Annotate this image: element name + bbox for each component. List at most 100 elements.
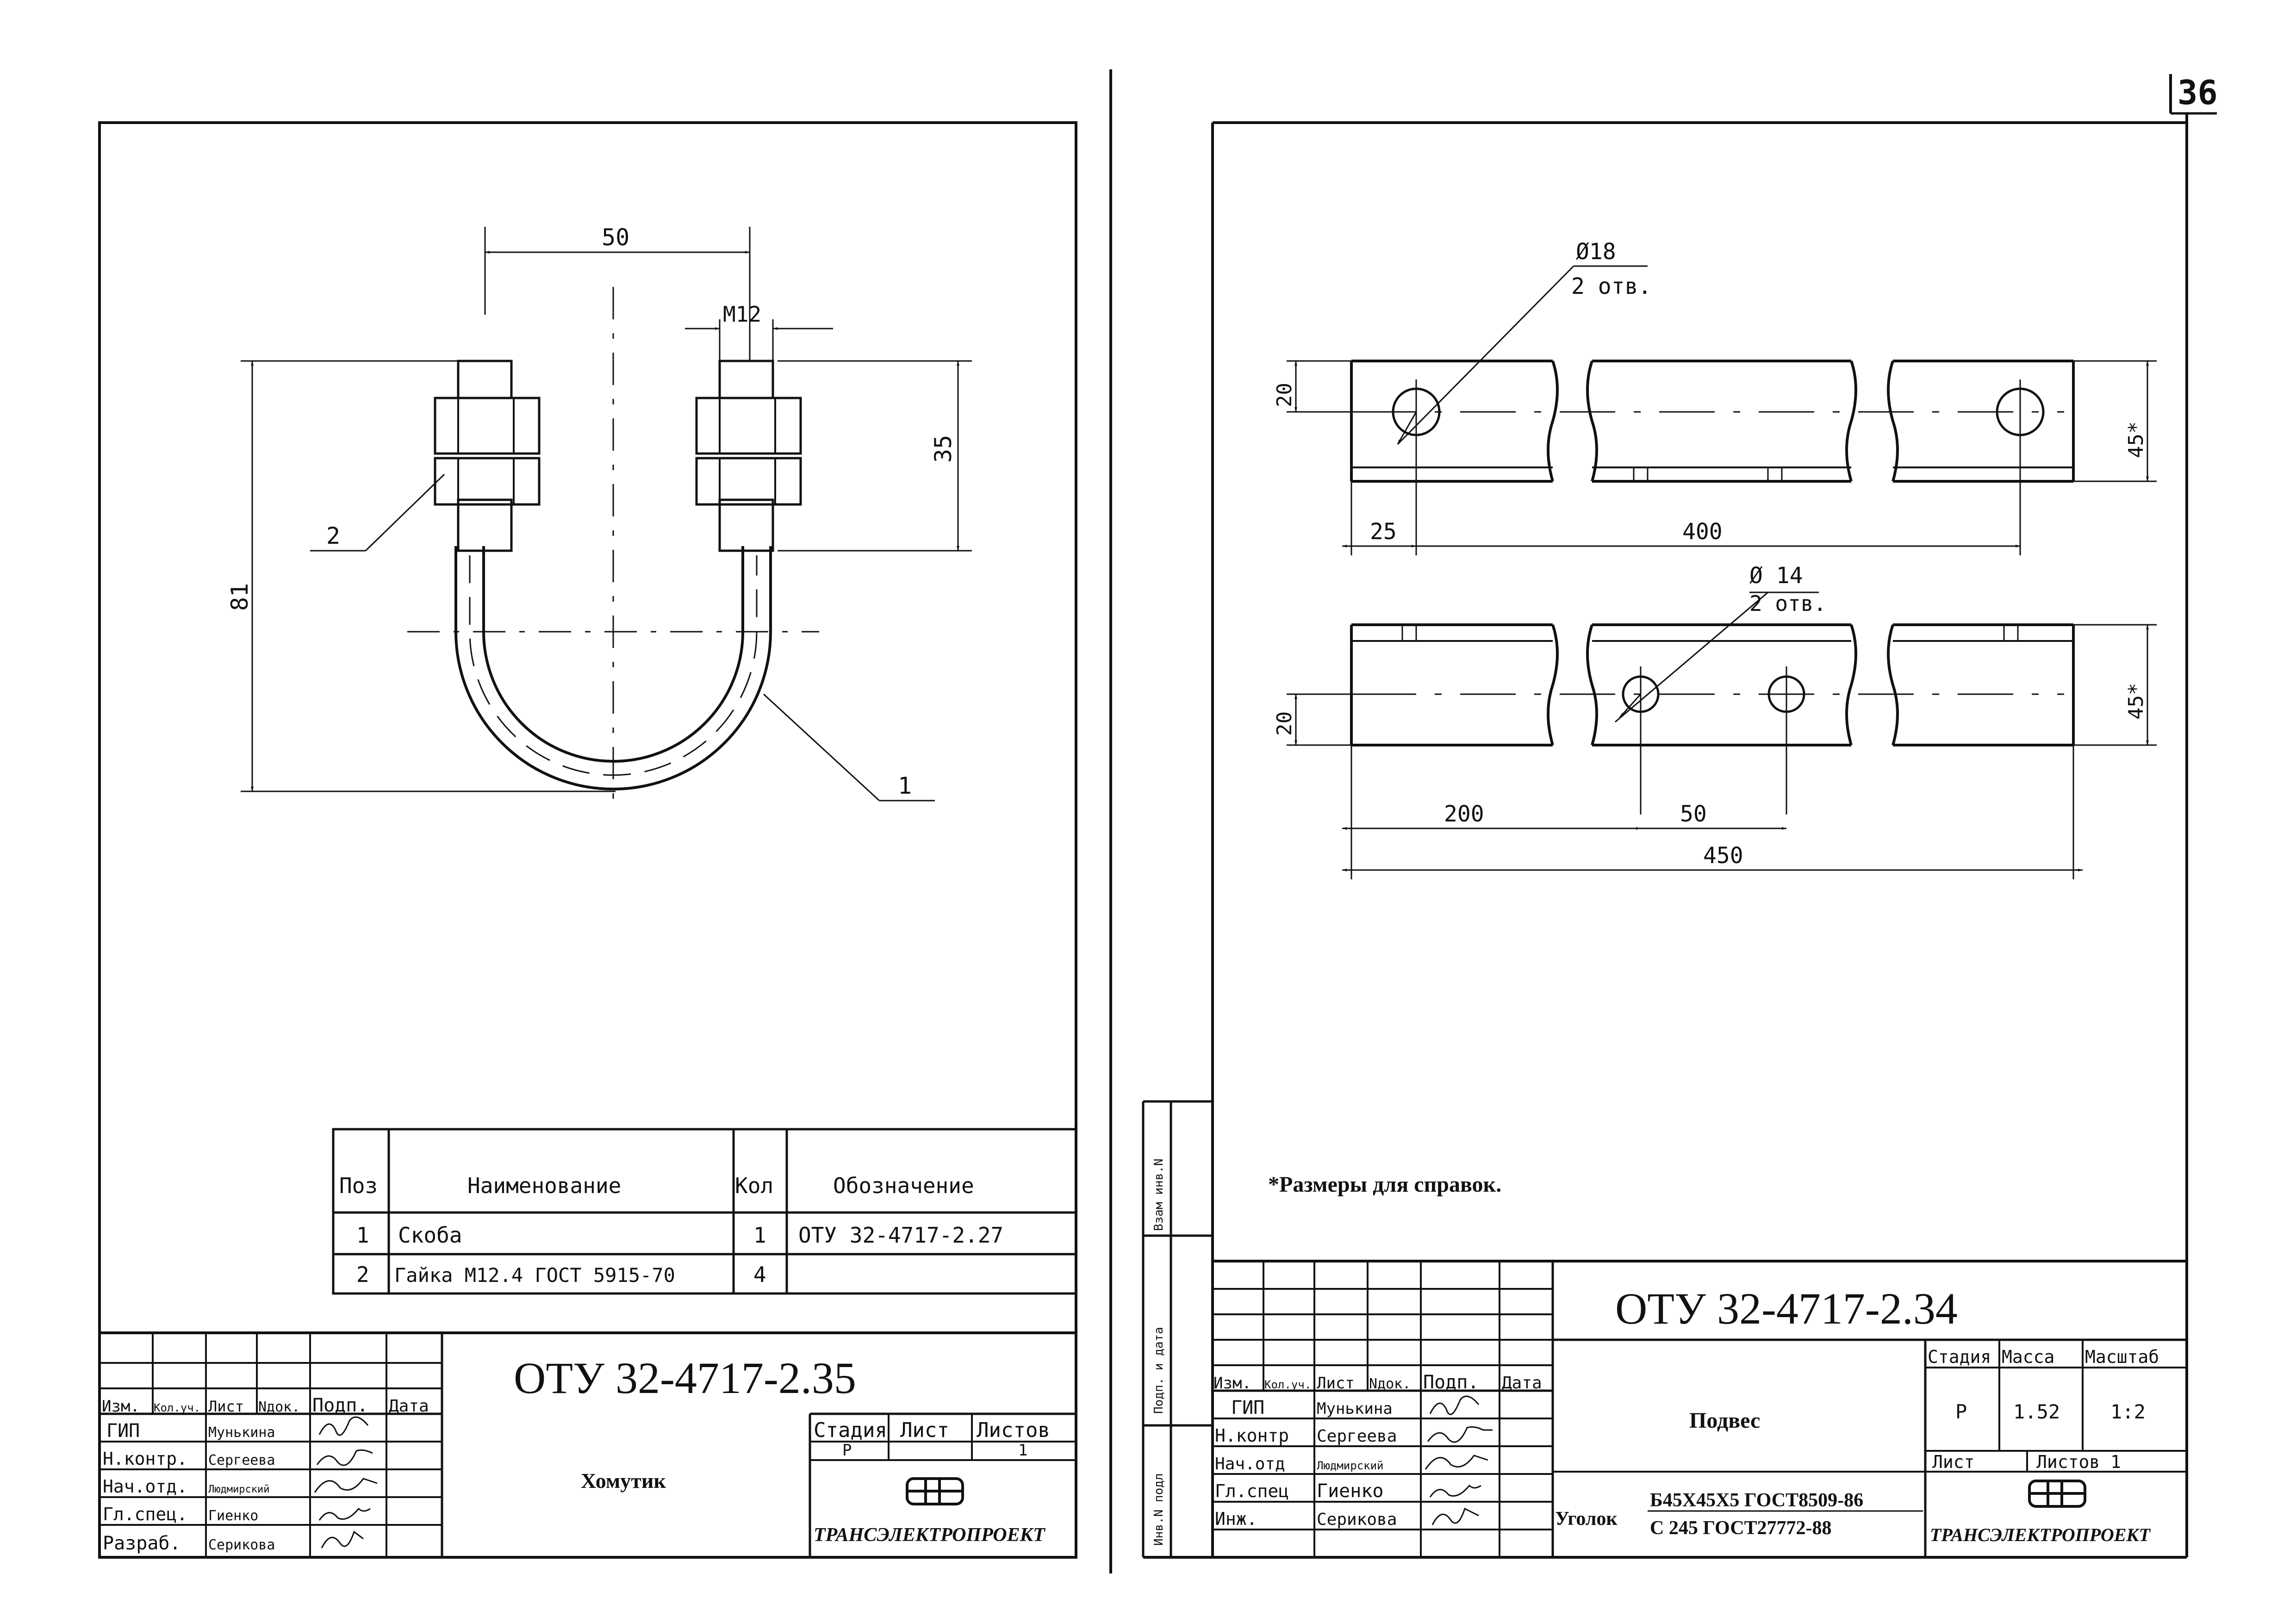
material-profile: Б45Х45Х5 ГОСТ8509-86 bbox=[1650, 1490, 1863, 1511]
dim-200-label: 200 bbox=[1444, 801, 1484, 827]
left-title-block: Изм. Кол.уч. Лист Nдок. Подп. Дата ГИП М… bbox=[100, 1331, 1076, 1557]
right-title-block: Изм. Кол.уч. Лист Nдок. Подп. Дата ГИП М… bbox=[1213, 1260, 2187, 1557]
material-steel: С 245 ГОСТ27772-88 bbox=[1650, 1517, 1832, 1539]
spec-row1-qty: 1 bbox=[753, 1223, 766, 1248]
right-sheet: Взам инв.N Подп. и дата Инв.N подл bbox=[1142, 113, 2188, 1559]
dim-50-label: 50 bbox=[602, 224, 629, 251]
right-signature-3 bbox=[1425, 1455, 1488, 1470]
left-role-1: ГИП bbox=[106, 1420, 140, 1442]
dim-m12-label: M12 bbox=[723, 302, 761, 327]
left-hdr-izm: Изм. bbox=[102, 1397, 140, 1416]
right-role-4: Гл.спец bbox=[1215, 1481, 1289, 1501]
right-person-2: Сергеева bbox=[1317, 1427, 1397, 1446]
left-org-name: ТРАНСЭЛЕКТРОПРОЕКТ bbox=[814, 1524, 1046, 1546]
right-signature-4 bbox=[1429, 1484, 1481, 1498]
angle-top-view bbox=[1350, 360, 2075, 483]
right-hdr-list: Лист bbox=[1317, 1374, 1355, 1393]
reference-note: *Размеры для справок. bbox=[1268, 1172, 1501, 1197]
dim-20-top-label: 20 bbox=[1273, 383, 1296, 407]
left-stage-value: Р bbox=[842, 1441, 852, 1460]
spec-row2-pos: 2 bbox=[356, 1262, 369, 1287]
spec-row1-designation: ОТУ 32-4717-2.27 bbox=[798, 1223, 1003, 1248]
right-role-1: ГИП bbox=[1231, 1397, 1264, 1418]
left-sheets-label: Листов bbox=[977, 1418, 1050, 1442]
position-1-label: 1 bbox=[898, 772, 912, 799]
left-drawing-code: ОТУ 32-4717-2.35 bbox=[514, 1353, 856, 1403]
left-drawing-name: Хомутик bbox=[581, 1469, 666, 1492]
left-sheet-label: Лист bbox=[900, 1418, 949, 1442]
right-stage-value: Р bbox=[1955, 1400, 1967, 1423]
angle-bottom-view bbox=[1350, 623, 2075, 815]
left-role-3: Нач.отд. bbox=[103, 1476, 187, 1497]
left-org-logo bbox=[906, 1477, 964, 1505]
left-role-2: Н.контр. bbox=[103, 1449, 187, 1469]
spec-row1-name: Скоба bbox=[398, 1223, 462, 1248]
dim-35-label: 35 bbox=[930, 435, 957, 463]
dim-25-label: 25 bbox=[1370, 519, 1397, 545]
right-person-4: Гиенко bbox=[1317, 1480, 1384, 1502]
spec-header-name: Наименование bbox=[467, 1173, 621, 1198]
left-role-4: Гл.спец. bbox=[103, 1504, 187, 1524]
left-role-5: Разраб. bbox=[103, 1533, 181, 1554]
right-person-1: Мунькина bbox=[1317, 1399, 1393, 1418]
spec-header-pos: Поз bbox=[339, 1173, 378, 1198]
dim-45-top-label: 45* bbox=[2124, 422, 2148, 458]
right-drawing-code: ОТУ 32-4717-2.34 bbox=[1615, 1284, 1958, 1333]
right-scale-label: Масштаб bbox=[2085, 1347, 2159, 1367]
hole-18-label: Ø18 bbox=[1576, 239, 1616, 265]
right-sheet-label: Лист bbox=[1932, 1452, 1975, 1472]
right-hdr-ndok: Nдок. bbox=[1369, 1376, 1411, 1392]
dim-450-label: 450 bbox=[1703, 843, 1743, 869]
dim-81-label: 81 bbox=[226, 583, 253, 611]
material-prefix: Уголок bbox=[1555, 1508, 1618, 1530]
spec-header-qty: Кол bbox=[735, 1173, 773, 1198]
side-stamp: Взам инв.N Подп. и дата Инв.N подл bbox=[1142, 1100, 1213, 1557]
left-person-3: Людмирский bbox=[208, 1484, 269, 1495]
spec-row1-pos: 1 bbox=[356, 1223, 369, 1248]
right-signature-2 bbox=[1427, 1426, 1493, 1443]
right-org-name: ТРАНСЭЛЕКТРОПРОЕКТ bbox=[1930, 1524, 2151, 1545]
right-role-2: Н.контр bbox=[1215, 1425, 1289, 1446]
dim-400-label: 400 bbox=[1682, 519, 1723, 545]
dim-20-bottom-label: 20 bbox=[1273, 711, 1296, 736]
right-drawing-name: Подвес bbox=[1689, 1408, 1760, 1433]
hole-14-label: Ø 14 bbox=[1749, 563, 1803, 589]
bottom-dimensions: Ø 14 2 отв. 20 45* 200 50 450 bbox=[1273, 563, 2157, 879]
right-org-logo bbox=[2028, 1480, 2086, 1508]
right-stage-label: Стадия bbox=[1928, 1347, 1991, 1367]
right-role-5: Инж. bbox=[1215, 1509, 1257, 1529]
page-number: 36 bbox=[2178, 73, 2218, 112]
top-dimensions: Ø18 2 отв. 20 45* 25 400 bbox=[1273, 239, 2157, 555]
holes-2-top-label: 2 отв. bbox=[1571, 274, 1651, 299]
u-bolt-drawing bbox=[407, 287, 819, 803]
side-stamp-inv: Инв.N подл bbox=[1152, 1473, 1166, 1546]
left-person-1: Мунькина bbox=[208, 1424, 275, 1441]
spec-row2-name: Гайка М12.4 ГОСТ 5915-70 bbox=[394, 1264, 675, 1287]
left-hdr-list: Лист bbox=[208, 1398, 244, 1415]
right-hdr-kol: Кол.уч. bbox=[1264, 1378, 1311, 1391]
left-person-4: Гиенко bbox=[208, 1508, 258, 1524]
left-stage-label: Стадия bbox=[814, 1418, 887, 1442]
left-signature-2 bbox=[316, 1449, 373, 1466]
left-person-5: Серикова bbox=[208, 1537, 275, 1553]
holes-2-bottom-label: 2 отв. bbox=[1749, 591, 1826, 616]
left-person-2: Сергеева bbox=[208, 1452, 275, 1468]
left-sheet: 50 M12 35 81 2 1 bbox=[98, 121, 1077, 1559]
right-mass-label: Масса bbox=[2002, 1347, 2054, 1367]
right-signature-5 bbox=[1431, 1507, 1479, 1525]
right-hdr-data: Дата bbox=[1502, 1374, 1542, 1393]
right-person-5: Серикова bbox=[1317, 1510, 1397, 1529]
left-sheets-value: 1 bbox=[1018, 1441, 1027, 1460]
left-hdr-podp: Подп. bbox=[312, 1395, 368, 1416]
position-2-label: 2 bbox=[326, 522, 340, 549]
left-hdr-ndok: Nдок. bbox=[258, 1399, 300, 1415]
left-hdr-data: Дата bbox=[389, 1397, 429, 1416]
right-sheets-label: Листов 1 bbox=[2036, 1452, 2121, 1472]
side-stamp-sign-date: Подп. и дата bbox=[1152, 1327, 1166, 1414]
left-hdr-kol: Кол.уч. bbox=[154, 1401, 200, 1414]
spec-table: Поз Наименование Кол Обозначение 1 Скоба… bbox=[332, 1128, 1077, 1295]
left-signature-1 bbox=[318, 1416, 369, 1436]
right-person-3: Людмирский bbox=[1317, 1459, 1384, 1472]
right-hdr-podp: Подп. bbox=[1423, 1372, 1479, 1393]
